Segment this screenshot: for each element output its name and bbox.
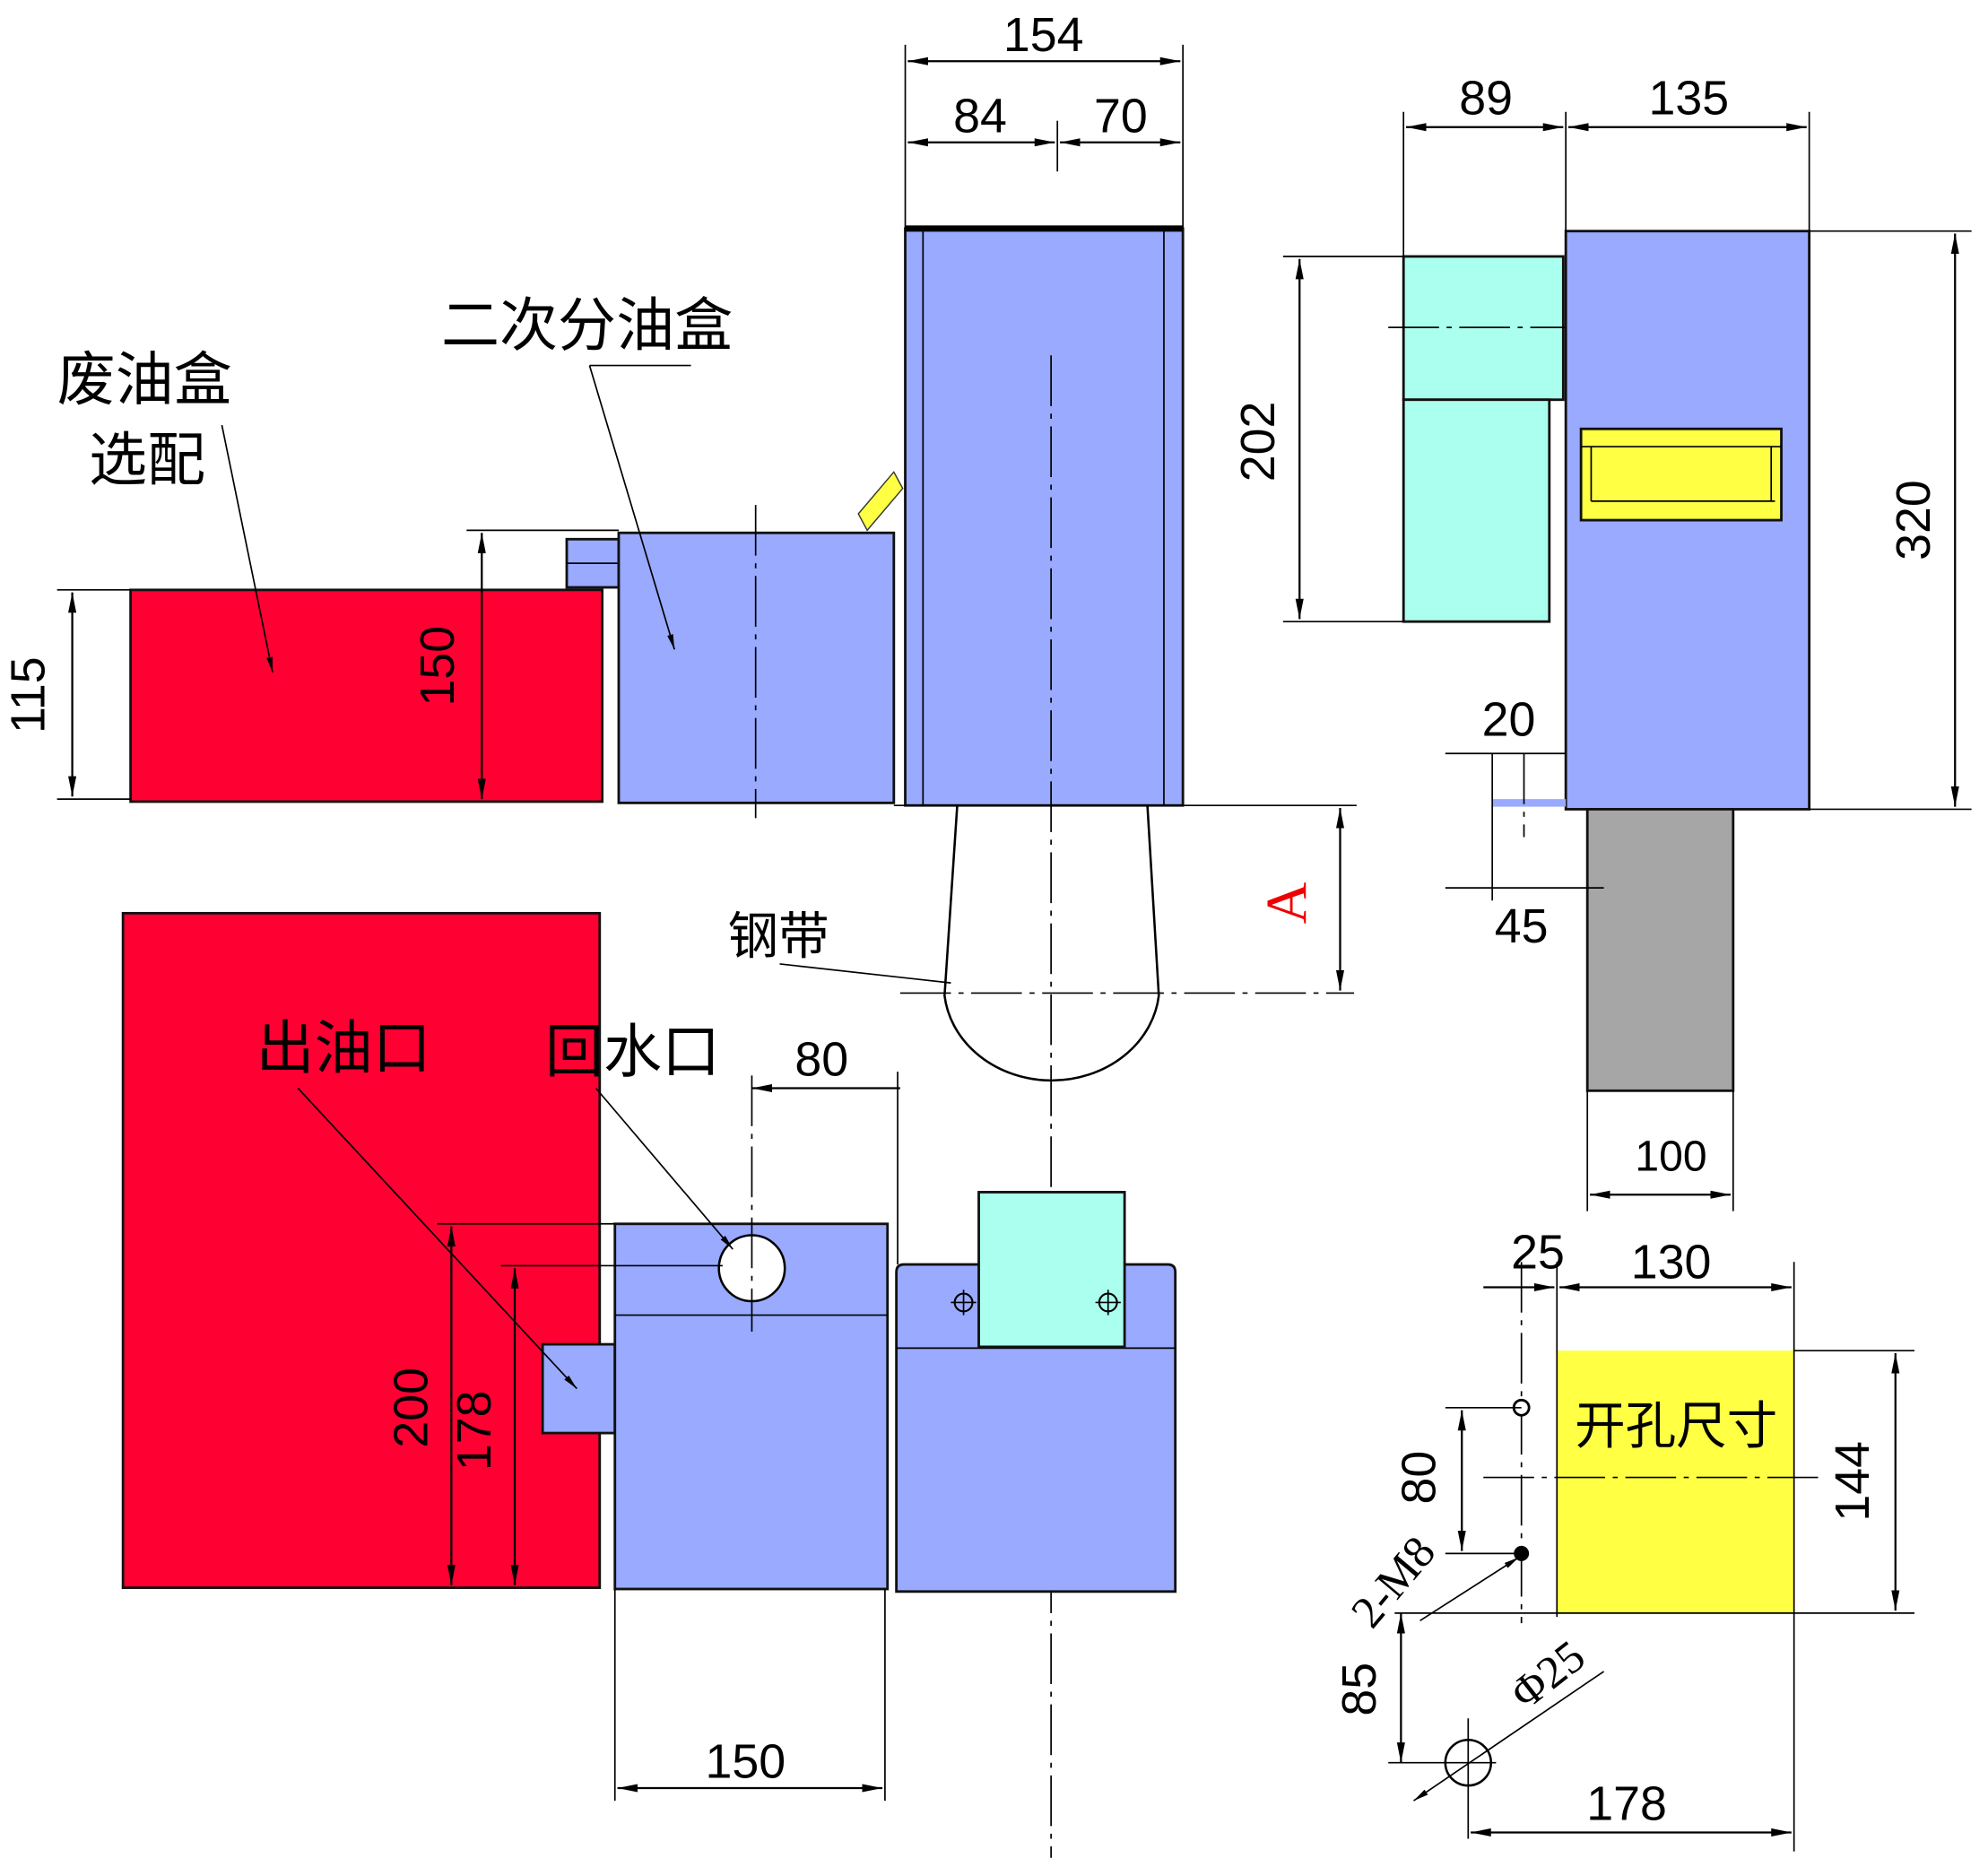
dim-135: 135 [1648, 72, 1729, 126]
dim-154: 154 [1003, 8, 1084, 62]
cutout-area [1557, 1350, 1794, 1613]
yellow-handle [1579, 427, 1783, 522]
waste-oil-box-label: 废油盒 [57, 347, 232, 414]
waste-oil-box-plan [121, 911, 602, 1589]
dim-150-horizontal: 150 [706, 1735, 786, 1789]
dim-202: 202 [1231, 402, 1285, 482]
dim-320: 320 [1887, 480, 1940, 560]
dim-85: 85 [1333, 1663, 1386, 1716]
section-a-label: A [1254, 882, 1319, 925]
dim-45: 45 [1495, 899, 1549, 953]
oil-outlet-label: 出油口 [256, 1015, 431, 1082]
yellow-pipe [857, 471, 904, 532]
optional-label: 选配 [89, 427, 205, 494]
cutout-size-label: 开孔尺寸 [1575, 1397, 1777, 1455]
dim-100: 100 [1635, 1132, 1706, 1180]
cyan-block-plan [977, 1191, 1126, 1349]
water-return-label: 回水口 [545, 1019, 720, 1086]
dim-200: 200 [384, 1368, 438, 1448]
main-unit-side [904, 227, 1185, 807]
mount-hole-icon [951, 1290, 977, 1316]
dim-178-horizontal: 178 [1586, 1776, 1667, 1830]
dim-70: 70 [1094, 89, 1148, 143]
dim-80-vertical: 80 [1393, 1451, 1446, 1505]
dim-20: 20 [1482, 692, 1536, 746]
dim-178-vertical: 178 [447, 1390, 501, 1471]
mount-hole-icon [1095, 1290, 1121, 1316]
dim-84: 84 [953, 89, 1007, 143]
dim-150-vertical: 150 [411, 626, 464, 707]
gray-band [1585, 808, 1735, 1092]
secondary-oil-box-label: 二次分油盒 [441, 292, 733, 360]
cyan-block-lower [1402, 398, 1551, 623]
waste-oil-box-side [129, 588, 604, 803]
dim-89: 89 [1459, 72, 1513, 126]
dim-25: 25 [1511, 1225, 1565, 1279]
dim-115: 115 [1, 656, 55, 734]
dim-130: 130 [1631, 1236, 1712, 1290]
dim-80-horizontal: 80 [794, 1032, 848, 1086]
outlet-block [541, 1342, 617, 1435]
steel-band-label: 钢带 [728, 908, 829, 967]
blue-strip [1492, 799, 1567, 807]
dim-144: 144 [1826, 1441, 1879, 1522]
